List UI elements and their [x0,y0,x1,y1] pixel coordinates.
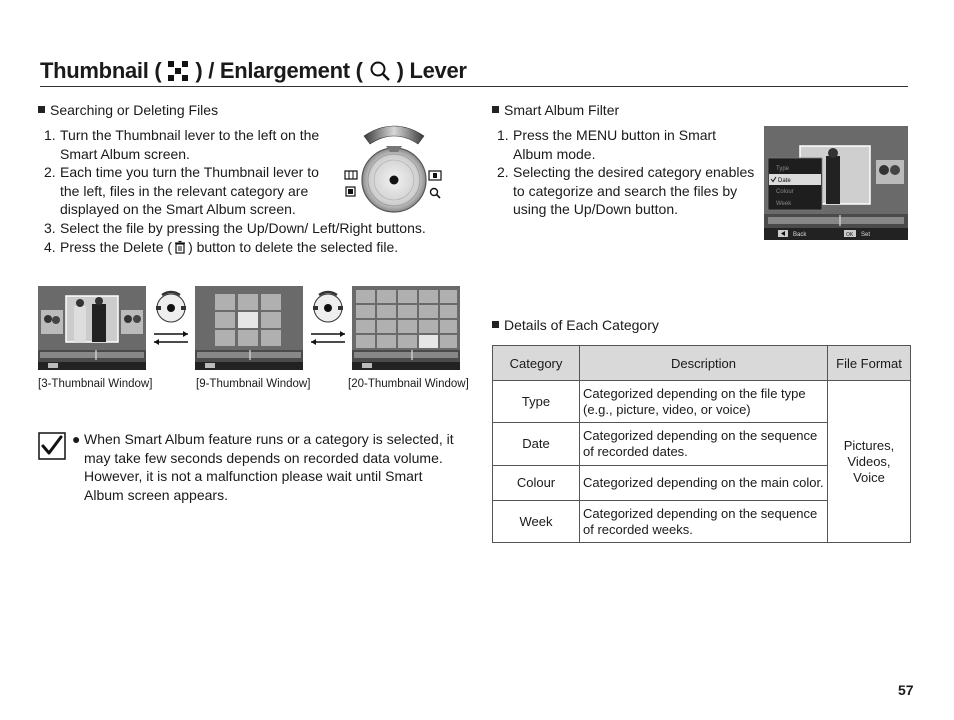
thumbnail-grid-icon [167,60,190,82]
table-row: Type Categorized depending on the file t… [492,380,911,543]
note-pencil-icon [38,432,66,460]
thumbnail-grid-icon [344,170,358,197]
step-text: Selecting the desired category enables t… [513,164,755,217]
ok-label: OK [846,232,854,238]
description-cell: Categorized depending on the main color. [579,465,828,501]
description-cell: Categorized depending on the sequence of… [579,500,828,543]
title-part-2: ) / Enlargement ( [195,58,363,83]
note-text: ● When Smart Album feature runs or a cat… [72,430,462,504]
magnifier-icon [370,61,390,81]
format-pictures: Pictures, [843,437,895,453]
caption-20-thumbnail: [20-Thumbnail Window] [348,378,469,390]
nine-thumbnail-screen [195,286,303,370]
step4-after: ) button to delete the selected file. [188,238,399,255]
step-text: Press the Delete ( ) button to delete the… [60,238,398,257]
smart-album-filter-screen: Type Date Colour Week Back OK Set [764,126,908,240]
table-row: Date Categorized depending on the sequen… [492,422,911,466]
smart-album-heading: Smart Album Filter [492,102,619,118]
menu-colour: Colour [776,189,794,195]
lever-icon [313,290,343,323]
details-heading-text: Details of Each Category [504,317,659,333]
set-label: Set [861,232,870,238]
list-item: 4. Press the Delete ( ) button to delete … [44,238,484,257]
step-text: Turn the Thumbnail lever to the left on … [60,127,320,162]
category-cell: Type [492,380,580,423]
format-voice: Voice [853,469,885,485]
caption-3-thumbnail: [3-Thumbnail Window] [38,378,153,390]
step-number: 3. [44,220,56,236]
step-text: Each time you turn the Thumbnail lever t… [60,164,319,217]
list-item: 1. Press the MENU button in Smart Album … [497,126,755,163]
table-header-row: Category Description File Format [492,345,911,381]
step4-before: Press the Delete ( [60,238,173,255]
note-bullet: ● [72,431,81,447]
step-number: 1. [497,127,509,143]
category-cell: Colour [492,465,580,501]
list-item: 3. Select the file by pressing the Up/Do… [44,219,484,238]
page-title: Thumbnail ( ) / Enlargement ( ) Lever [40,58,467,84]
description-cell: Categorized depending on the sequence of… [579,422,828,466]
caption-9-thumbnail: [9-Thumbnail Window] [196,378,311,390]
table-row: Colour Categorized depending on the main… [492,465,911,501]
table-row: Week Categorized depending on the sequen… [492,500,911,543]
note-body: When Smart Album feature runs or a categ… [84,431,454,503]
step-number: 2. [44,164,56,180]
details-heading: Details of Each Category [492,317,659,333]
step-text: Press the MENU button in Smart Album mod… [513,127,717,162]
trash-icon [175,240,186,254]
file-format-cell: Pictures, Videos, Voice [827,380,911,543]
smart-album-heading-text: Smart Album Filter [504,102,620,118]
twenty-thumbnail-screen [352,286,460,370]
header-description: Description [579,345,828,381]
square-bullet-icon [492,106,499,113]
list-item: 1. Turn the Thumbnail lever to the left … [44,126,334,163]
list-item: 2. Each time you turn the Thumbnail leve… [44,163,334,219]
double-arrow-icon [154,331,188,345]
searching-steps-1-2: 1. Turn the Thumbnail lever to the left … [44,126,334,219]
searching-steps-3-4: 3. Select the file by pressing the Up/Do… [44,219,484,256]
category-table: Category Description File Format Type Ca… [492,345,911,543]
double-arrow-icon [311,331,345,345]
zoom-lever-illustration [344,125,442,213]
step-number: 1. [44,127,56,143]
searching-heading: Searching or Deleting Files [38,102,218,118]
format-videos: Videos, [847,453,891,469]
step-text: Select the file by pressing the Up/Down/… [60,220,426,236]
step-number: 2. [497,164,509,180]
category-cell: Week [492,500,580,543]
square-bullet-icon [38,106,45,113]
page-number: 57 [898,682,914,698]
step-number: 4. [44,238,56,255]
header-category: Category [492,345,580,381]
header-file-format: File Format [827,345,911,381]
searching-heading-text: Searching or Deleting Files [50,102,219,118]
square-bullet-icon [492,321,499,328]
category-cell: Date [492,422,580,466]
thumbnail-windows-illustration [38,286,460,370]
list-item: 2. Selecting the desired category enable… [497,163,755,219]
title-part-1: Thumbnail ( [40,58,162,83]
description-cell: Categorized depending on the file type (… [579,380,828,423]
menu-date: Date [778,178,791,184]
lever-icon [156,290,186,323]
back-label: Back [793,232,807,238]
menu-type: Type [776,166,790,172]
menu-week: Week [776,201,792,207]
title-rule [40,86,908,87]
three-thumbnail-screen [38,286,146,370]
magnifier-icon [428,170,442,199]
smart-album-steps: 1. Press the MENU button in Smart Album … [497,126,755,219]
title-part-3: ) Lever [396,58,467,83]
